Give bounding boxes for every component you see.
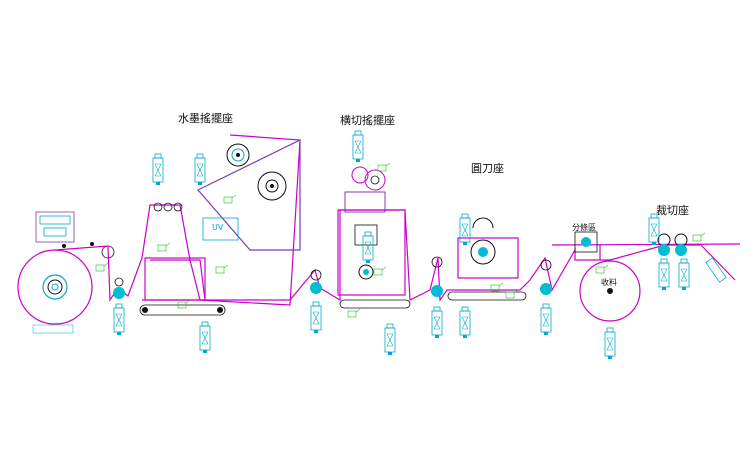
round-knife-station bbox=[447, 213, 527, 339]
uv-label: UV bbox=[212, 223, 224, 232]
unwind-section bbox=[17, 211, 115, 334]
cross-cut-station-label: 横切搖擺座 bbox=[340, 114, 395, 127]
ink-station-label: 水墨搖擺座 bbox=[178, 112, 233, 125]
slitting-station bbox=[648, 213, 736, 291]
unwind-roll bbox=[17, 249, 93, 325]
ink-station bbox=[139, 139, 301, 354]
slitting-station-label: 裁切座 bbox=[656, 204, 689, 217]
round-knife-station-label: 圓刀座 bbox=[471, 162, 504, 175]
cross-cut-station bbox=[337, 130, 411, 356]
rewind-section bbox=[574, 231, 641, 360]
rewind-roll bbox=[579, 260, 641, 322]
rewind-label: 收料 bbox=[601, 278, 617, 287]
separator-label: 分條區 bbox=[572, 223, 596, 232]
